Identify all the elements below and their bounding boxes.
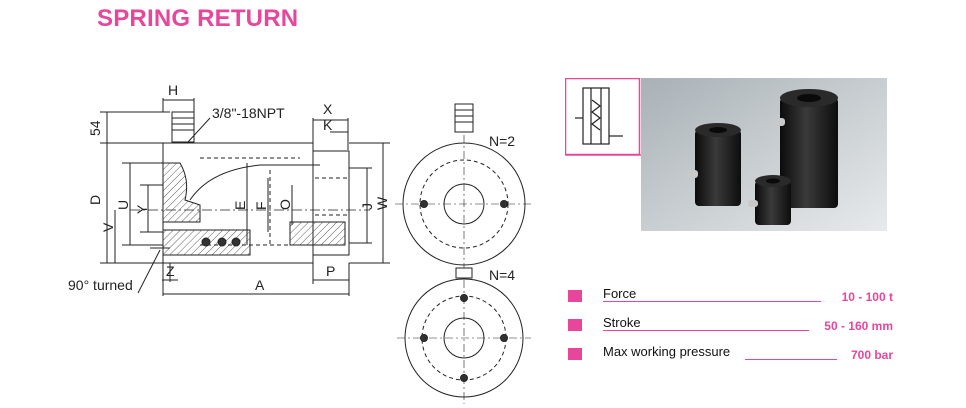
spec-leader-line [603, 330, 809, 331]
product-photo-panel [565, 78, 887, 231]
cylinder-product-image [688, 89, 838, 225]
spec-leader-line [745, 359, 837, 360]
spec-value: 10 - 100 t [841, 290, 893, 304]
dim-w: W [374, 196, 390, 210]
spec-list: Force 10 - 100 t Stroke 50 - 160 mm Max … [565, 286, 893, 373]
dim-e: E [232, 201, 248, 210]
dim-h: H [168, 82, 178, 98]
spec-value: 700 bar [850, 348, 893, 362]
dim-a: A [255, 277, 265, 293]
dim-d: D [87, 195, 103, 205]
spec-leader-line [603, 301, 821, 302]
spec-row-stroke: Stroke 50 - 160 mm [565, 315, 893, 344]
hydraulic-symbol-icon [575, 87, 623, 145]
spec-row-force: Force 10 - 100 t [565, 286, 893, 315]
technical-drawing: H 3/8"-18NPT X K 54 D U Y V E F O J W Z … [68, 82, 533, 404]
spec-value: 50 - 160 mm [824, 319, 893, 333]
page-title: SPRING RETURN [97, 5, 299, 32]
dim-54: 54 [87, 120, 103, 136]
dim-npt: 3/8"-18NPT [212, 105, 285, 121]
spec-label: Stroke [603, 315, 641, 330]
dim-f: F [253, 201, 269, 210]
dim-k: K [323, 117, 333, 133]
spec-bullet [568, 290, 582, 302]
dim-v: V [100, 222, 116, 232]
turned-label: 90° turned [68, 277, 133, 293]
spec-row-pressure: Max working pressure 700 bar [565, 344, 893, 373]
n4-label: N=4 [489, 267, 515, 283]
dim-x: X [323, 101, 333, 117]
spec-bullet [568, 348, 582, 360]
spec-label: Max working pressure [603, 344, 731, 359]
n2-label: N=2 [489, 133, 515, 149]
dim-y: Y [134, 204, 150, 214]
dim-u: U [115, 200, 131, 210]
dim-z: Z [166, 263, 175, 279]
spec-bullet [568, 319, 582, 331]
spec-label: Force [603, 286, 637, 301]
dim-p: P [326, 263, 335, 279]
dim-o: O [277, 199, 293, 210]
dim-j: J [359, 203, 375, 210]
